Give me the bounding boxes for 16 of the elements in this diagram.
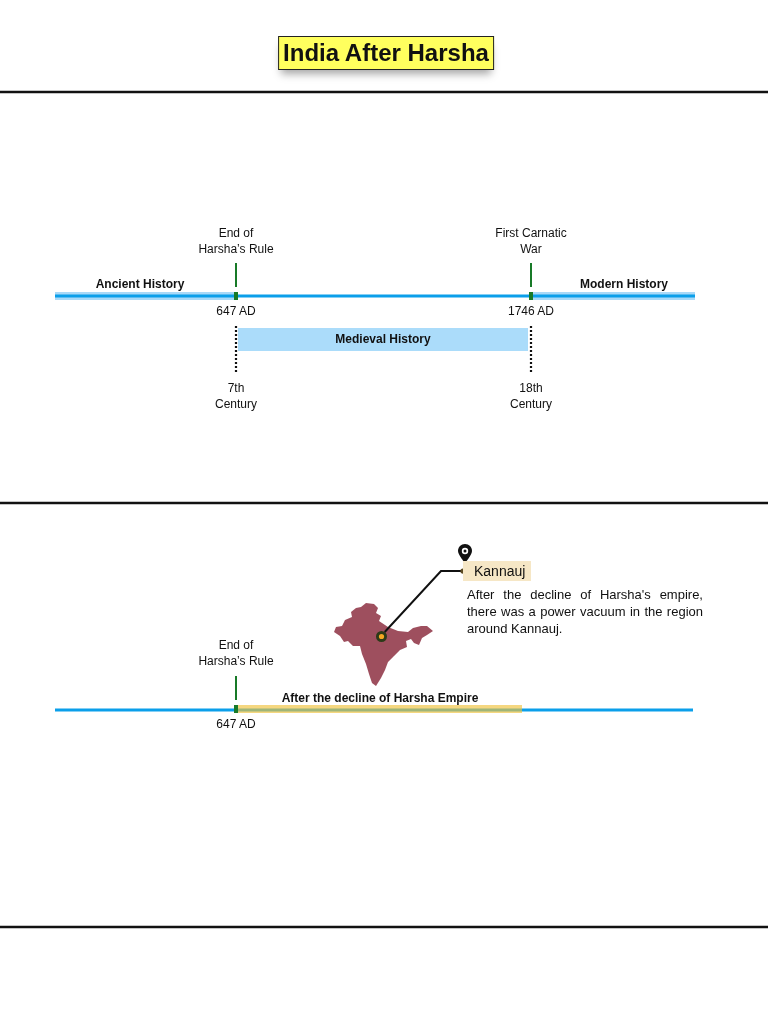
event-label: First Carnatic War (494, 225, 568, 257)
era-label: Ancient History (95, 276, 185, 292)
page-title: India After Harsha (278, 36, 494, 70)
description-text: After the decline of Harsha's empire, there was a power vacuum in the region around Kannauj. (467, 586, 703, 637)
location-marker-icon (375, 630, 387, 642)
place-label: Kannauj (463, 561, 532, 581)
date-label: 1746 AD (508, 303, 554, 319)
date-label: 647 AD (216, 303, 256, 319)
era-label: Modern History (580, 276, 668, 292)
event-label: End of Harsha’s Rule (197, 637, 275, 669)
century-label: 7th Century (214, 380, 258, 412)
century-label: 18th Century (509, 380, 553, 412)
event-label: End of Harsha’s Rule (197, 225, 275, 257)
era-label: After the decline of Harsha Empire (281, 690, 479, 706)
date-label: 647 AD (216, 716, 256, 732)
period-bar: Medieval History (238, 328, 528, 351)
